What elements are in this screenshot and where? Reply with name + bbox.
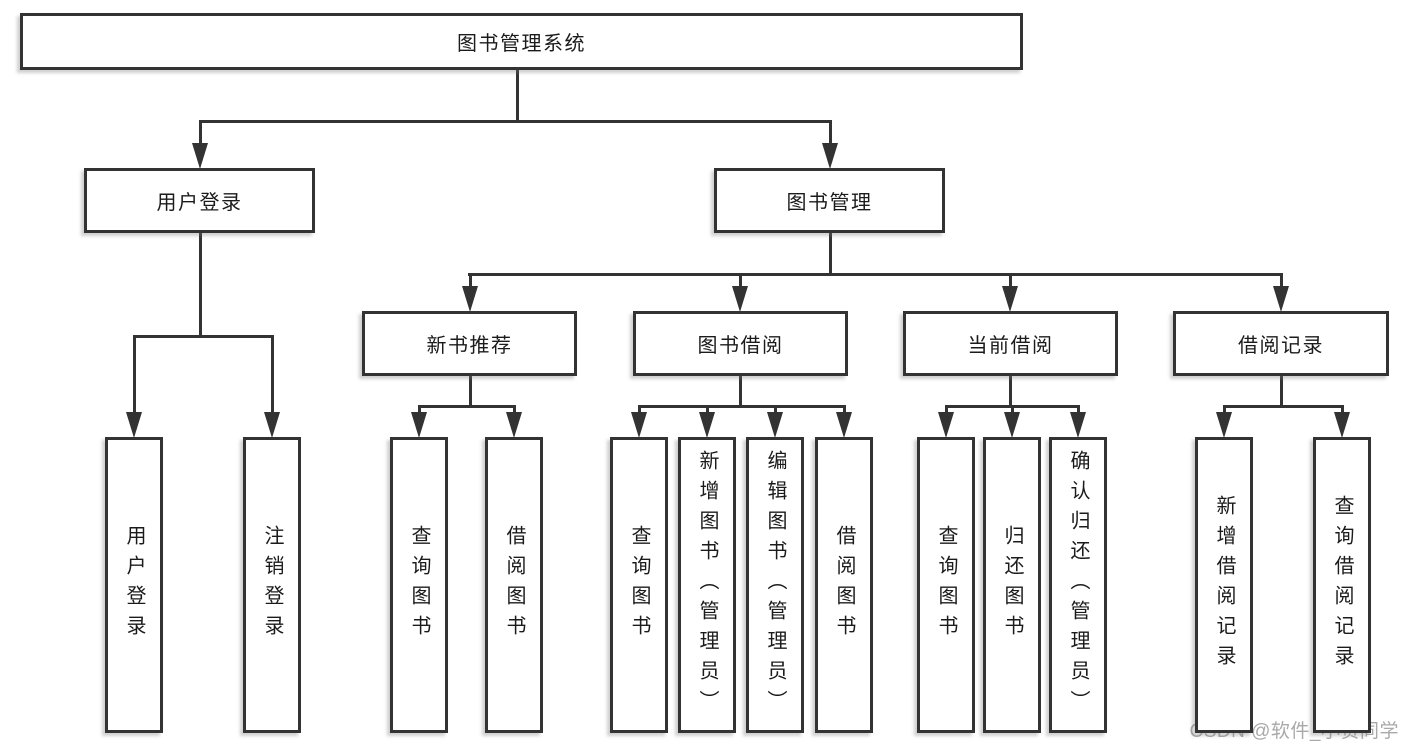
- node-bb-borrow-book: 借阅图书: [815, 437, 873, 733]
- arrow-down-icon: [767, 412, 783, 438]
- node-label: 新增图书（管理员）: [696, 450, 718, 720]
- arrow-down-icon: [631, 412, 647, 438]
- connector-line: [843, 405, 846, 413]
- arrow-down-icon: [192, 143, 208, 169]
- connector-line: [1280, 273, 1283, 287]
- arrow-down-icon: [822, 143, 838, 169]
- arrow-down-icon: [1070, 412, 1086, 438]
- connector-line: [1011, 405, 1014, 413]
- arrow-down-icon: [264, 412, 280, 438]
- arrow-down-icon: [732, 286, 748, 312]
- node-root: 图书管理系统: [20, 13, 1023, 70]
- node-label: 借阅图书: [833, 525, 855, 645]
- node-label: 归还图书: [1001, 525, 1023, 645]
- node-login: 用户登录: [105, 437, 163, 733]
- connector-line: [469, 376, 472, 407]
- connector-line: [516, 70, 519, 121]
- connector-line: [1009, 273, 1012, 287]
- node-label: 查询图书: [408, 525, 430, 645]
- node-cb-query-book: 查询图书: [917, 437, 975, 733]
- node-label: 图书借阅: [697, 335, 784, 357]
- node-cb-return-book: 归还图书: [983, 437, 1041, 733]
- arrow-down-icon: [938, 412, 954, 438]
- arrow-down-icon: [1004, 412, 1020, 438]
- node-label: 确认归还（管理员）: [1067, 450, 1089, 720]
- node-book-management: 图书管理: [714, 168, 945, 233]
- arrow-down-icon: [411, 412, 427, 438]
- connector-line: [1223, 405, 1344, 408]
- connector-line: [638, 405, 641, 413]
- connector-line: [1223, 405, 1226, 413]
- node-br-query-record: 查询借阅记录: [1313, 437, 1371, 733]
- node-borrow-records: 借阅记录: [1173, 311, 1389, 376]
- connector-line: [774, 405, 777, 413]
- connector-line: [468, 273, 1283, 276]
- node-label: 借阅图书: [503, 525, 525, 645]
- node-label: 新增借阅记录: [1213, 495, 1235, 675]
- node-label: 图书管理系统: [457, 33, 586, 55]
- node-bb-query-book: 查询图书: [610, 437, 668, 733]
- arrow-down-icon: [836, 412, 852, 438]
- node-br-add-record: 新增借阅记录: [1195, 437, 1253, 733]
- node-bb-add-book: 新增图书（管理员）: [678, 437, 736, 733]
- arrow-down-icon: [1273, 286, 1289, 312]
- connector-line: [1077, 405, 1080, 413]
- connector-line: [199, 120, 832, 123]
- node-nbr-borrow-book: 借阅图书: [485, 437, 543, 733]
- node-label: 查询借阅记录: [1331, 495, 1353, 675]
- node-nbr-query-book: 查询图书: [390, 437, 448, 733]
- node-label: 编辑图书（管理员）: [764, 450, 786, 720]
- arrow-down-icon: [1334, 412, 1350, 438]
- node-label: 用户登录: [123, 525, 145, 645]
- connector-line: [945, 405, 948, 413]
- node-label: 查询图书: [935, 525, 957, 645]
- connector-line: [1280, 376, 1283, 407]
- connector-line: [739, 273, 742, 287]
- connector-line: [199, 120, 202, 145]
- arrow-down-icon: [462, 286, 478, 312]
- node-label: 注销登录: [261, 525, 283, 645]
- connector-line: [829, 120, 832, 145]
- arrow-down-icon: [1002, 286, 1018, 312]
- node-new-book-recommend: 新书推荐: [362, 311, 577, 376]
- node-bb-edit-book: 编辑图书（管理员）: [746, 437, 804, 733]
- connector-line: [1341, 405, 1344, 413]
- node-label: 查询图书: [628, 525, 650, 645]
- connector-line: [271, 335, 274, 413]
- connector-line: [469, 273, 472, 287]
- node-cb-confirm-return: 确认归还（管理员）: [1049, 437, 1107, 733]
- connector-line: [706, 405, 709, 413]
- node-user-login: 用户登录: [84, 168, 315, 233]
- node-current-borrow: 当前借阅: [903, 311, 1118, 376]
- node-label: 用户登录: [156, 192, 243, 214]
- node-label: 当前借阅: [967, 335, 1054, 357]
- connector-line: [133, 335, 274, 338]
- connector-line: [1009, 376, 1012, 407]
- node-book-borrow: 图书借阅: [633, 311, 848, 376]
- arrow-down-icon: [699, 412, 715, 438]
- connector-line: [513, 405, 516, 413]
- node-label: 新书推荐: [426, 335, 513, 357]
- arrow-down-icon: [126, 412, 142, 438]
- arrow-down-icon: [506, 412, 522, 438]
- arrow-down-icon: [1216, 412, 1232, 438]
- node-logout: 注销登录: [243, 437, 301, 733]
- node-label: 借阅记录: [1238, 335, 1324, 357]
- connector-line: [199, 233, 202, 337]
- connector-line: [739, 376, 742, 407]
- connector-line: [418, 405, 421, 413]
- connector-line: [418, 405, 516, 408]
- connector-line: [638, 405, 846, 408]
- connector-line: [133, 335, 136, 413]
- node-label: 图书管理: [786, 192, 873, 214]
- connector-line: [829, 233, 832, 275]
